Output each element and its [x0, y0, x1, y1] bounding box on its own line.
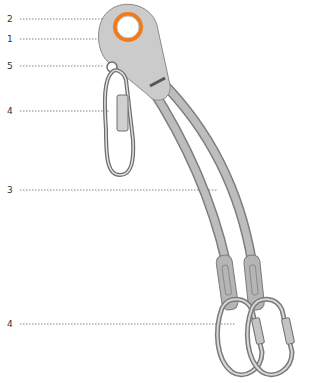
- callout-number: 5: [6, 61, 14, 71]
- callout-number: 2: [6, 14, 14, 24]
- callout-number: 1: [6, 34, 14, 44]
- callout-number: 3: [6, 185, 14, 195]
- callout-number: 4: [6, 319, 14, 329]
- callout-number: 4: [6, 106, 14, 116]
